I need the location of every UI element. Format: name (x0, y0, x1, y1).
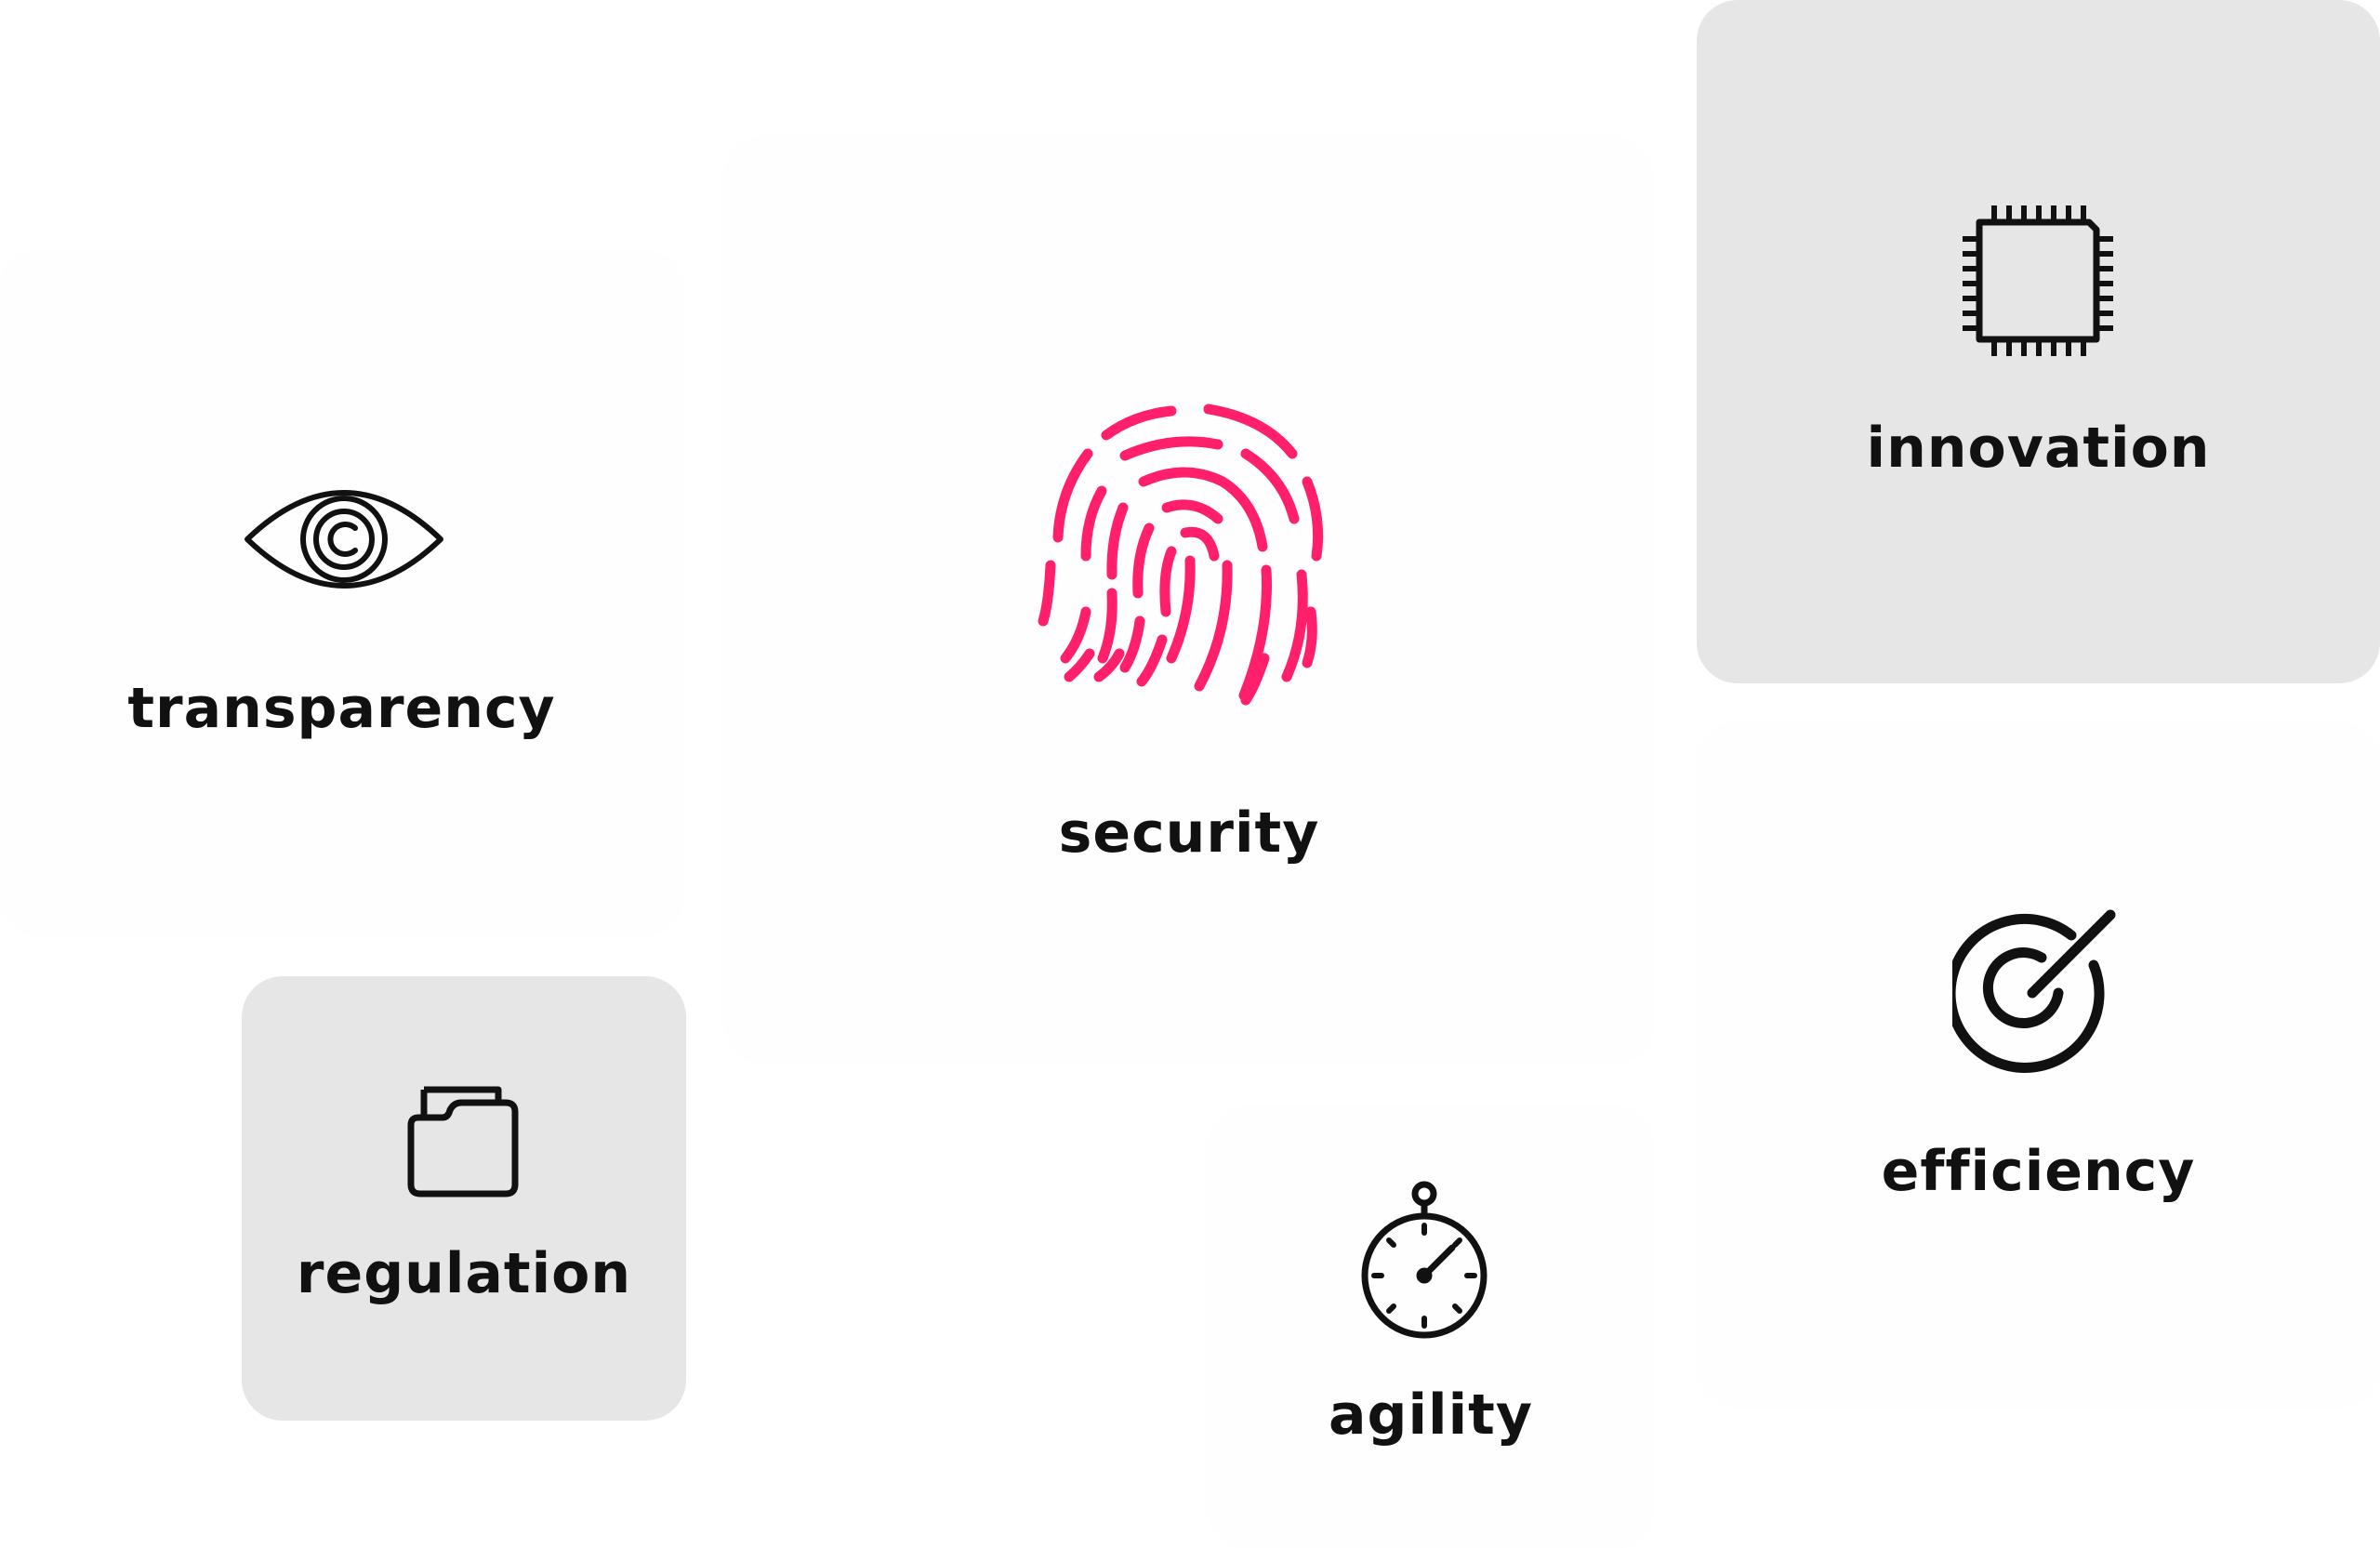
card-agility: agility (1209, 1106, 1653, 1548)
card-label: efficiency (1881, 1139, 2196, 1204)
fingerprint-icon (1032, 398, 1339, 714)
eye-icon (242, 474, 446, 604)
card-label: agility (1329, 1383, 1533, 1448)
card-security: security (725, 138, 1653, 1063)
card-innovation: innovation (1697, 0, 2380, 683)
chip-icon (1959, 200, 2117, 363)
card-label: transparency (127, 676, 556, 741)
target-icon (1952, 907, 2124, 1075)
card-label: security (1058, 800, 1320, 866)
stopwatch-icon (1359, 1181, 1489, 1339)
card-transparency: transparency (0, 251, 683, 934)
folder-icon (405, 1084, 521, 1199)
card-efficiency: efficiency (1697, 723, 2380, 1407)
card-label: innovation (1866, 416, 2211, 481)
card-label: regulation (296, 1241, 632, 1306)
card-regulation: regulation (242, 976, 686, 1421)
